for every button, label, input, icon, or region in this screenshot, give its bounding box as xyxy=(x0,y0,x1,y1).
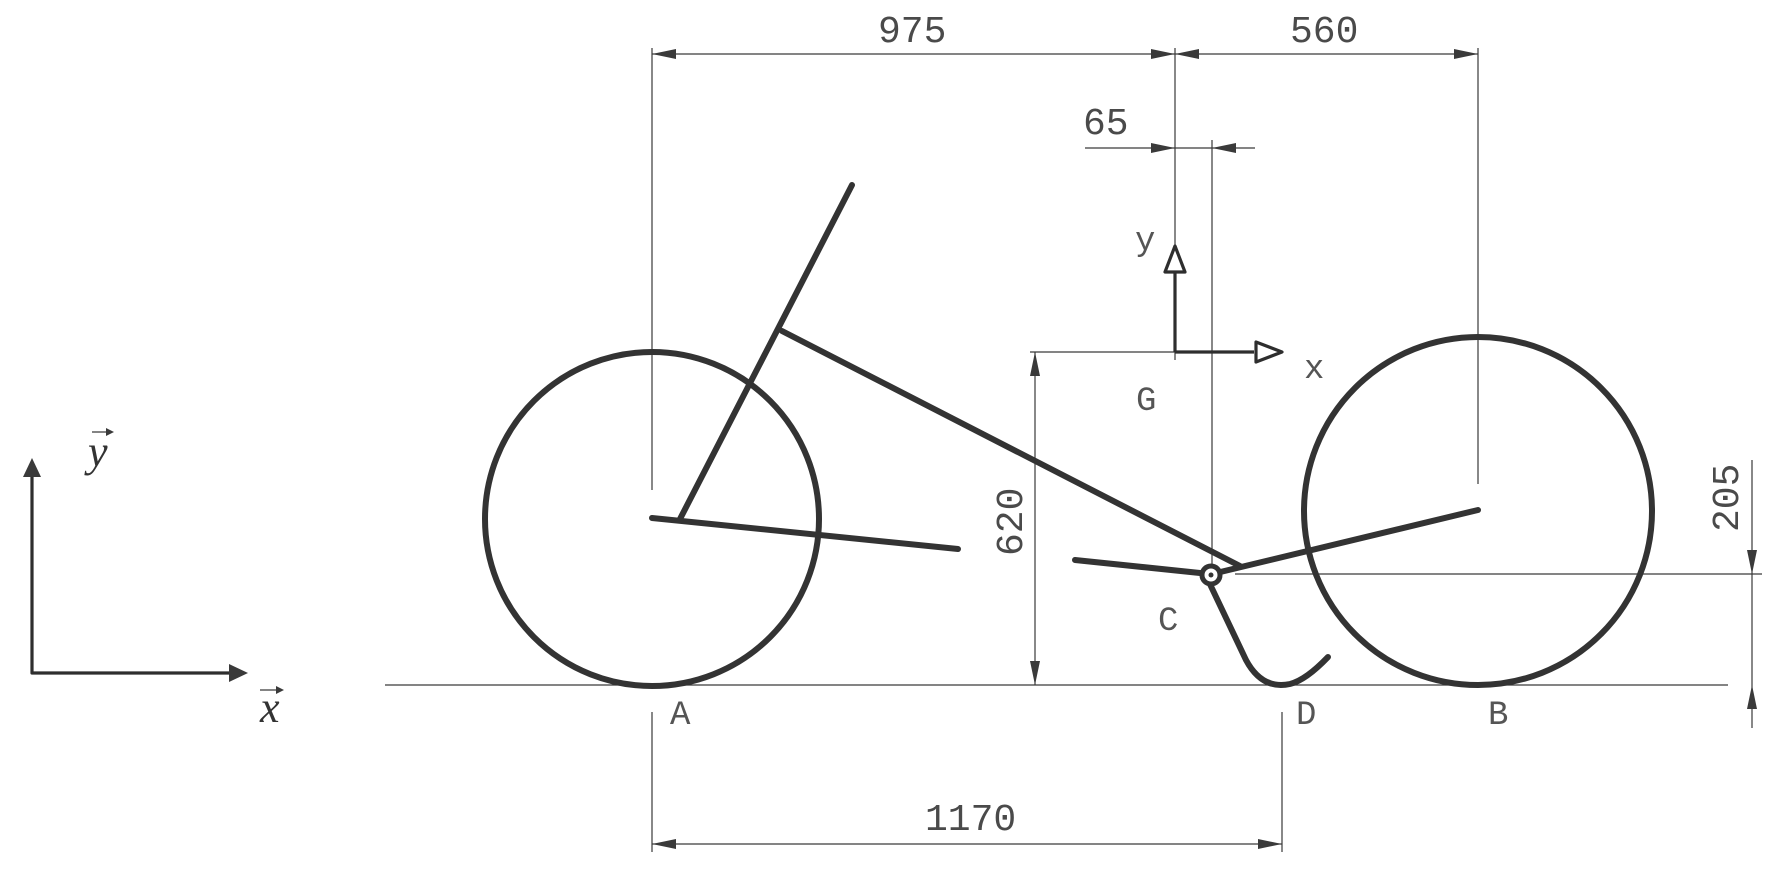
label-b: B xyxy=(1488,697,1508,735)
global-y-vector-tip xyxy=(106,428,114,436)
offset-dimension: 65 xyxy=(1083,103,1255,570)
pivot-c-center xyxy=(1208,572,1214,578)
dimension-1170-label: 1170 xyxy=(925,799,1016,842)
front-axle-bar xyxy=(649,515,961,552)
point-labels: A B C D G xyxy=(670,383,1508,735)
dimension-620-label: 620 xyxy=(991,488,1034,556)
dim-arrow-1170-right xyxy=(1258,839,1282,849)
dimension-560-label: 560 xyxy=(1290,11,1358,54)
dimension-975-label: 975 xyxy=(878,11,946,54)
dimension-205-label: 205 xyxy=(1707,464,1750,532)
local-x-label: x xyxy=(1304,351,1324,389)
dim-arrow-620-top xyxy=(1030,352,1040,376)
dim-arrow-560-left xyxy=(1175,49,1199,59)
top-dimension-chain: 975 560 xyxy=(651,11,1479,490)
global-x-arrowhead xyxy=(229,664,248,682)
local-y-arrowhead xyxy=(1163,244,1187,274)
hook-cd xyxy=(1205,577,1331,688)
dimension-65-label: 65 xyxy=(1083,103,1129,146)
bottom-dimension: 1170 xyxy=(651,712,1283,852)
global-x-vector-tip xyxy=(276,686,284,694)
dim-arrow-975-right xyxy=(1151,49,1175,59)
global-coordinate-system: x y xyxy=(23,427,284,732)
global-axes-lines xyxy=(30,468,236,675)
bicycle xyxy=(482,182,1655,689)
dim-arrow-205-top xyxy=(1747,550,1757,574)
dim-arrow-65-left xyxy=(1151,143,1175,153)
global-y-label: y xyxy=(84,427,108,476)
dim-arrow-65-right xyxy=(1212,143,1236,153)
label-d: D xyxy=(1296,697,1316,735)
label-g: G xyxy=(1136,383,1156,421)
local-y-label: y xyxy=(1135,223,1155,261)
dim-arrow-620-bottom xyxy=(1030,661,1040,685)
label-c: C xyxy=(1158,603,1178,641)
rear-wheel xyxy=(1301,334,1655,688)
dim-arrow-560-right xyxy=(1454,49,1478,59)
label-a: A xyxy=(670,697,691,735)
height-g-dimension: 620 xyxy=(991,351,1175,685)
fork-steering xyxy=(677,182,855,522)
local-coordinate-system: x y xyxy=(1135,223,1324,389)
dim-arrow-205-bottom xyxy=(1747,685,1757,709)
top-tube xyxy=(779,328,1243,569)
dim-arrow-1170-left xyxy=(652,839,676,849)
global-y-arrowhead xyxy=(23,458,41,477)
local-x-arrowhead xyxy=(1254,340,1284,364)
dim-arrow-975-left xyxy=(652,49,676,59)
height-c-dimension: 205 xyxy=(1235,460,1762,728)
left-bar-c xyxy=(1072,557,1203,576)
front-wheel xyxy=(482,349,822,689)
rear-strut xyxy=(1209,507,1481,577)
global-x-label: x xyxy=(259,683,280,732)
